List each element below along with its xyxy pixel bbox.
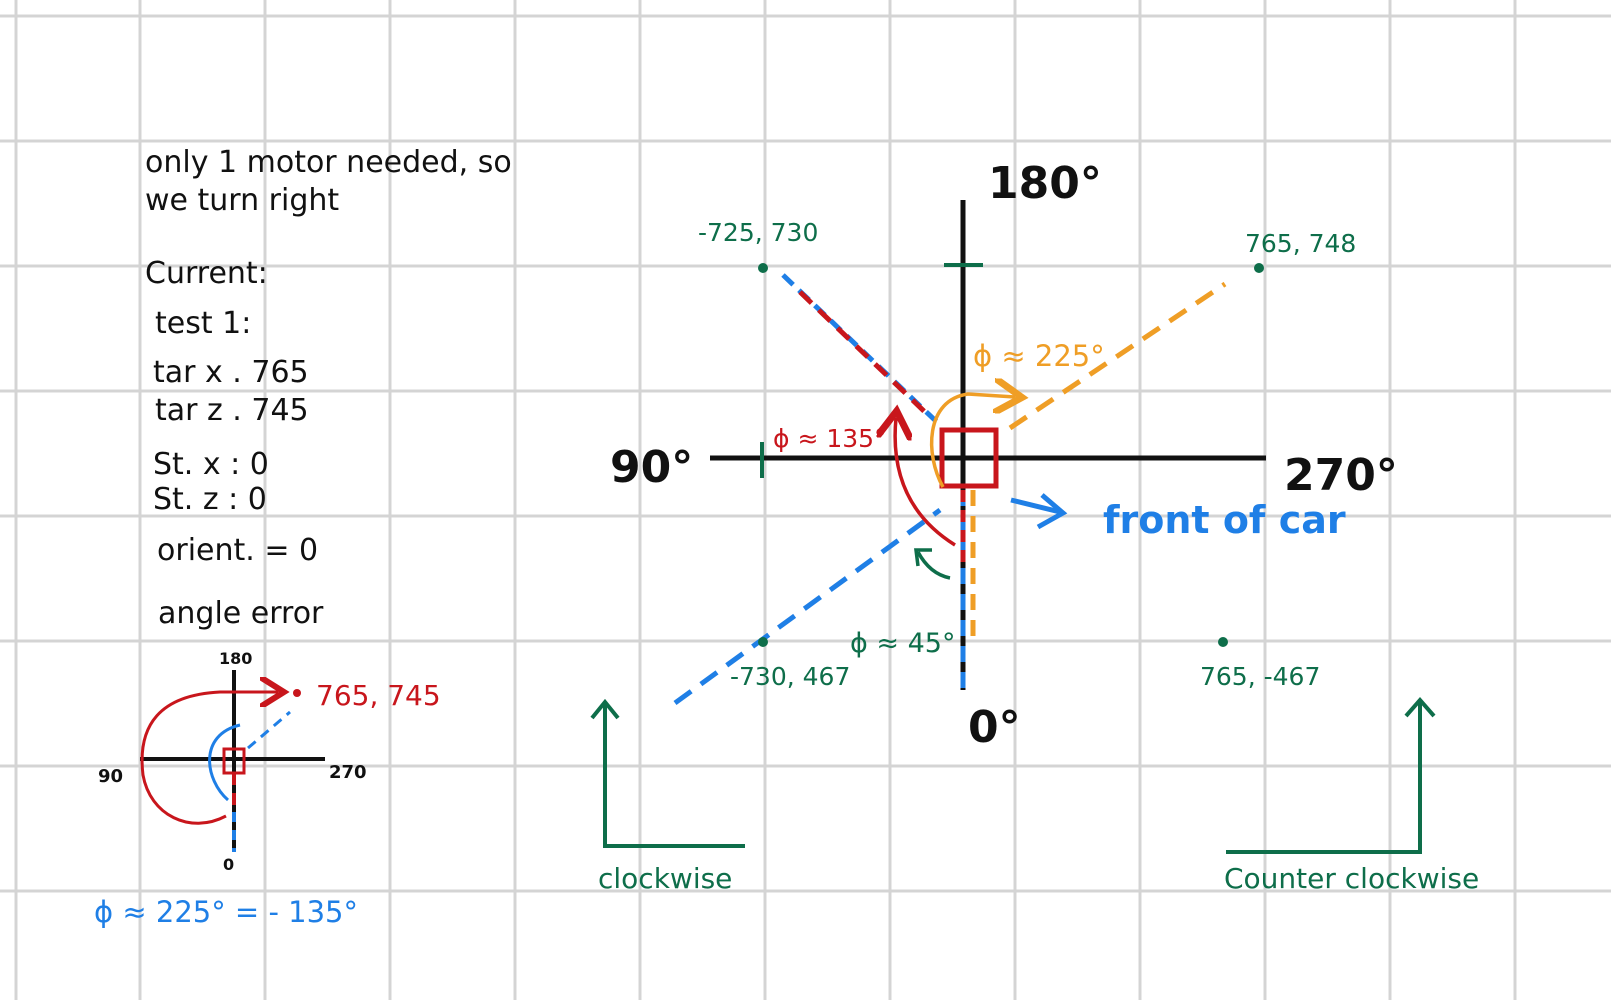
label-270: 270° bbox=[1284, 450, 1398, 501]
counter-clockwise-arrowhead bbox=[1404, 696, 1436, 718]
phi-135-label: ϕ ≈ 135° bbox=[773, 424, 887, 453]
point-label-top-right: 765, 748 bbox=[1245, 229, 1356, 258]
dot-bottom-left bbox=[758, 637, 768, 647]
dot-top-right bbox=[1254, 263, 1264, 273]
note-orient: orient. = 0 bbox=[157, 533, 318, 568]
note-test: test 1: bbox=[155, 306, 251, 341]
counter-clockwise-arrow bbox=[1226, 702, 1422, 854]
note-tar-x: tar x . 765 bbox=[153, 355, 309, 390]
note-line-1: only 1 motor needed, so bbox=[145, 145, 512, 180]
front-of-car-label: front of car bbox=[1103, 498, 1346, 542]
red-dash-upper-left bbox=[798, 290, 928, 415]
label-90: 90° bbox=[610, 442, 693, 493]
car-square bbox=[939, 427, 999, 489]
note-st-z: St. z : 0 bbox=[153, 482, 267, 517]
mini-blue-arc bbox=[208, 723, 241, 802]
mini-label-left: 90 bbox=[98, 766, 123, 787]
notes-block: only 1 motor needed, so we turn right Cu… bbox=[145, 145, 512, 631]
phi-225-label: ϕ ≈ 225° bbox=[973, 339, 1105, 373]
point-label-top-left: -725, 730 bbox=[698, 218, 818, 247]
front-arrow-head bbox=[1036, 493, 1068, 530]
label-180: 180° bbox=[988, 158, 1102, 209]
phi-45-label: ϕ ≈ 45° bbox=[850, 628, 955, 659]
clockwise-label: clockwise bbox=[598, 862, 732, 895]
mini-label-top: 180 bbox=[219, 649, 252, 668]
mini-label-right: 270 bbox=[329, 762, 367, 783]
front-arrow-shaft bbox=[1010, 497, 1061, 515]
main-diagram: 180° 90° 270° 0° -725, 730 765, 748 -730… bbox=[590, 158, 1479, 895]
dot-top-left bbox=[758, 263, 768, 273]
orange-dash-upper-right bbox=[1008, 281, 1227, 431]
clockwise-arrow bbox=[603, 705, 745, 848]
note-st-x: St. x : 0 bbox=[153, 447, 269, 482]
dot-bottom-right bbox=[1218, 637, 1228, 647]
mini-red-arc bbox=[140, 692, 278, 825]
mini-diagram: 180 90 270 0 765, 745 ϕ ≈ 225° = - 135° bbox=[94, 649, 441, 929]
clockwise-arrowhead bbox=[590, 698, 620, 720]
point-label-bottom-left: -730, 467 bbox=[730, 662, 850, 691]
mini-point-label: 765, 745 bbox=[316, 679, 441, 712]
point-label-bottom-right: 765, -467 bbox=[1200, 662, 1320, 691]
note-angle-error: angle error bbox=[158, 596, 324, 631]
note-current: Current: bbox=[145, 256, 268, 291]
green-arc-arrowhead bbox=[914, 548, 932, 567]
mini-target-dot bbox=[293, 689, 301, 697]
mini-label-bottom: 0 bbox=[223, 855, 234, 874]
label-0: 0° bbox=[968, 702, 1021, 753]
counter-clockwise-label: Counter clockwise bbox=[1224, 862, 1479, 895]
red-arc-135 bbox=[895, 418, 956, 547]
note-tar-z: tar z . 745 bbox=[155, 393, 309, 428]
mini-target-line bbox=[247, 710, 291, 750]
orange-arc-225 bbox=[929, 394, 1015, 488]
mini-phi-label: ϕ ≈ 225° = - 135° bbox=[94, 895, 358, 929]
green-arc-45 bbox=[916, 551, 951, 580]
note-line-2: we turn right bbox=[145, 183, 339, 218]
blue-dash-lower-left bbox=[673, 507, 942, 706]
